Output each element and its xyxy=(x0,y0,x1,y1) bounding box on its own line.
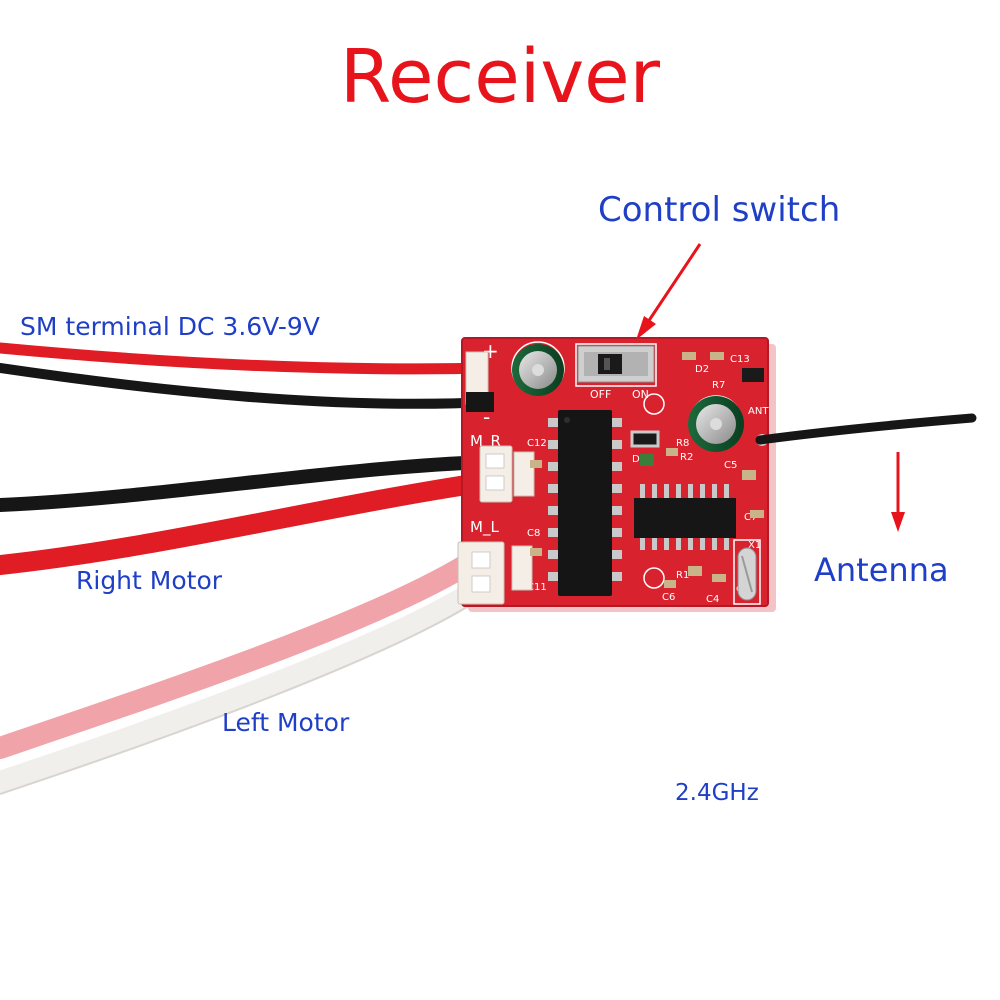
switch-outline xyxy=(575,343,657,387)
ref-r8: R8 xyxy=(676,438,689,449)
mark-switch-on: ON xyxy=(632,388,649,401)
capacitor-1 xyxy=(512,344,564,396)
left-motor-wire-white-edge xyxy=(0,599,479,795)
connector-left-motor xyxy=(457,541,505,605)
control-switch-label: Control switch xyxy=(598,190,841,230)
antenna-arrow xyxy=(891,452,905,532)
receiver-board: + - M_R M_L OFF ON ANT C12 C8 C11 D1 D2 … xyxy=(457,337,776,612)
mark-minus: - xyxy=(483,405,490,429)
capacitor-2 xyxy=(688,396,744,452)
smd-components xyxy=(530,352,764,588)
antenna-label: Antenna xyxy=(814,551,949,589)
mount-hole-bottom-outline xyxy=(643,567,665,589)
connector-power xyxy=(465,351,494,412)
crystal-outline xyxy=(733,539,761,605)
ref-r2: R2 xyxy=(680,452,693,463)
main-chip xyxy=(548,410,622,596)
left-motor-wires xyxy=(0,549,487,795)
power-wire-red xyxy=(0,342,498,375)
driver-chip xyxy=(634,484,736,550)
pcb-edge-highlight xyxy=(461,337,769,607)
mark-motor-left: M_L xyxy=(470,518,499,537)
left-motor-wire-pink xyxy=(0,549,485,759)
crystal xyxy=(737,547,757,601)
left-motor-label: Left Motor xyxy=(222,708,350,737)
silkscreen: + - M_R M_L OFF ON ANT C12 C8 C11 D1 D2 … xyxy=(470,339,769,605)
antenna-wire xyxy=(755,413,977,445)
power-terminal-label: SM terminal DC 3.6V-9V xyxy=(20,312,320,341)
right-motor-wires xyxy=(0,455,496,575)
ref-c8: C8 xyxy=(527,528,540,539)
right-motor-label: Right Motor xyxy=(76,566,223,595)
left-motor-wire-white xyxy=(0,579,487,793)
ref-c13: C13 xyxy=(730,354,750,365)
connector-right-small xyxy=(513,451,535,497)
right-motor-wire-red xyxy=(0,472,496,575)
ref-d2: D2 xyxy=(695,364,709,375)
mount-hole-top-outline xyxy=(643,393,665,415)
main-chip-pins-right xyxy=(608,418,622,581)
ref-c12: C12 xyxy=(527,438,547,449)
page-title: Receiver xyxy=(339,34,661,120)
connector-left-small xyxy=(511,545,533,591)
control-switch xyxy=(577,345,655,383)
ref-d1: D1 xyxy=(632,454,646,465)
mark-switch-off: OFF xyxy=(590,388,611,401)
ref-c11: C11 xyxy=(527,582,547,593)
mark-ant: ANT xyxy=(748,406,769,417)
frequency-label: 2.4GHz xyxy=(675,780,759,806)
connector-right-motor xyxy=(479,445,513,503)
ref-r1: R1 xyxy=(676,570,689,581)
power-wire-black xyxy=(0,363,495,409)
main-chip-pins-left xyxy=(548,418,562,581)
ref-c4: C4 xyxy=(706,594,719,605)
right-motor-wire-black xyxy=(0,455,493,512)
ref-c6: C6 xyxy=(662,592,675,603)
ref-x1: X1 xyxy=(748,540,761,551)
power-wires xyxy=(0,342,498,409)
switch-arrow xyxy=(636,243,702,340)
ref-r7: R7 xyxy=(712,380,725,391)
ref-c5: C5 xyxy=(724,460,737,471)
